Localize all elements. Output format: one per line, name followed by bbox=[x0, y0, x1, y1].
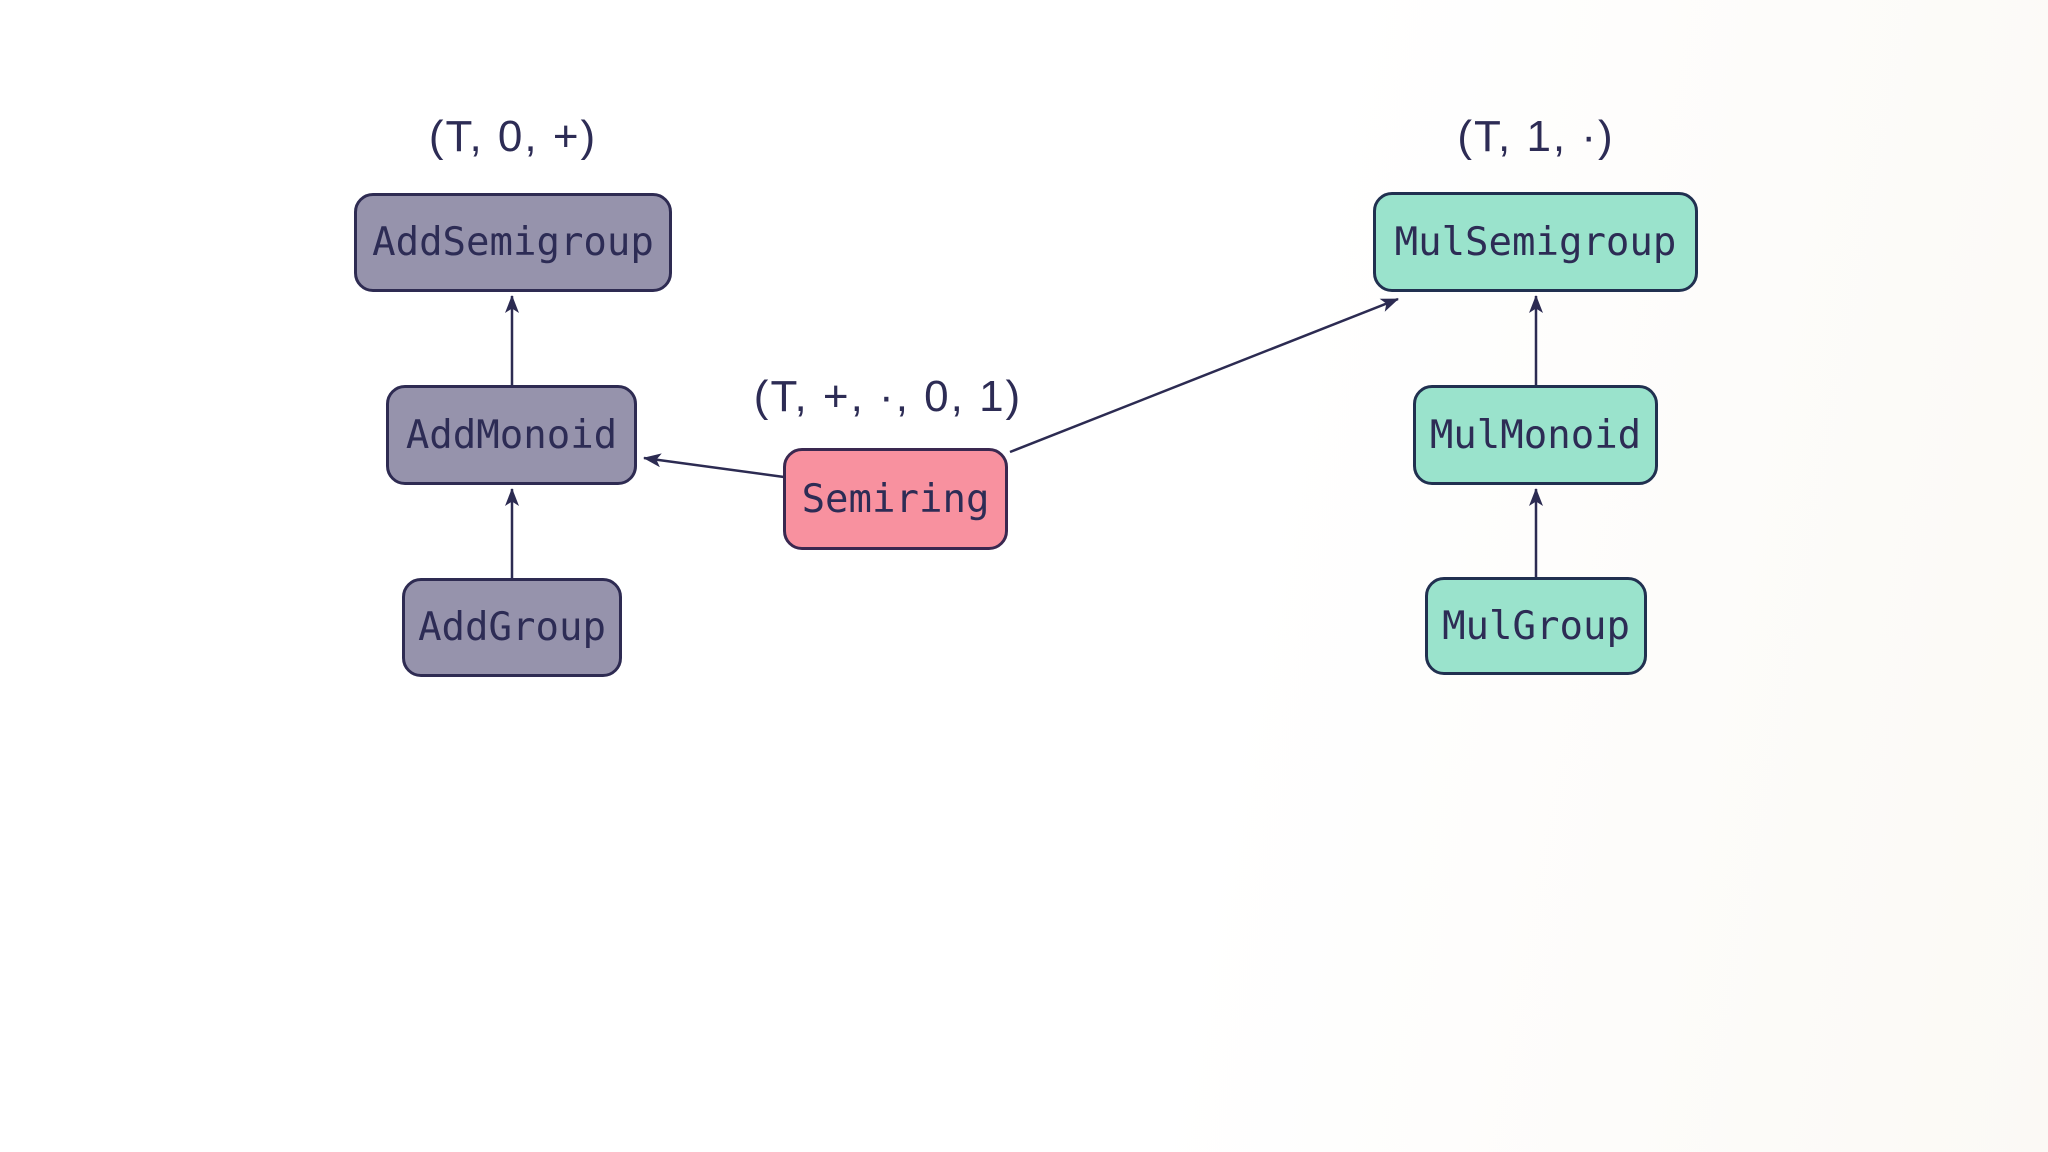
node-addgroup: AddGroup bbox=[402, 578, 622, 677]
mul-chain-tuple-label: (T, 1, ·) bbox=[1457, 112, 1615, 161]
add-chain-tuple-label: (T, 0, +) bbox=[428, 112, 598, 161]
node-semiring: Semiring bbox=[783, 448, 1008, 550]
node-addsemigroup: AddSemigroup bbox=[354, 193, 672, 292]
edge-semiring-to-mulsemigroup bbox=[1009, 297, 1399, 454]
node-addmonoid: AddMonoid bbox=[386, 385, 637, 485]
semiring-tuple-label: (T, +, ·, 0, 1) bbox=[753, 372, 1023, 421]
node-mulgroup: MulGroup bbox=[1425, 577, 1647, 675]
node-mulsemigroup: MulSemigroup bbox=[1373, 192, 1698, 292]
edge-semiring-to-addmonoid bbox=[643, 453, 785, 479]
node-mulmonoid: MulMonoid bbox=[1413, 385, 1658, 485]
